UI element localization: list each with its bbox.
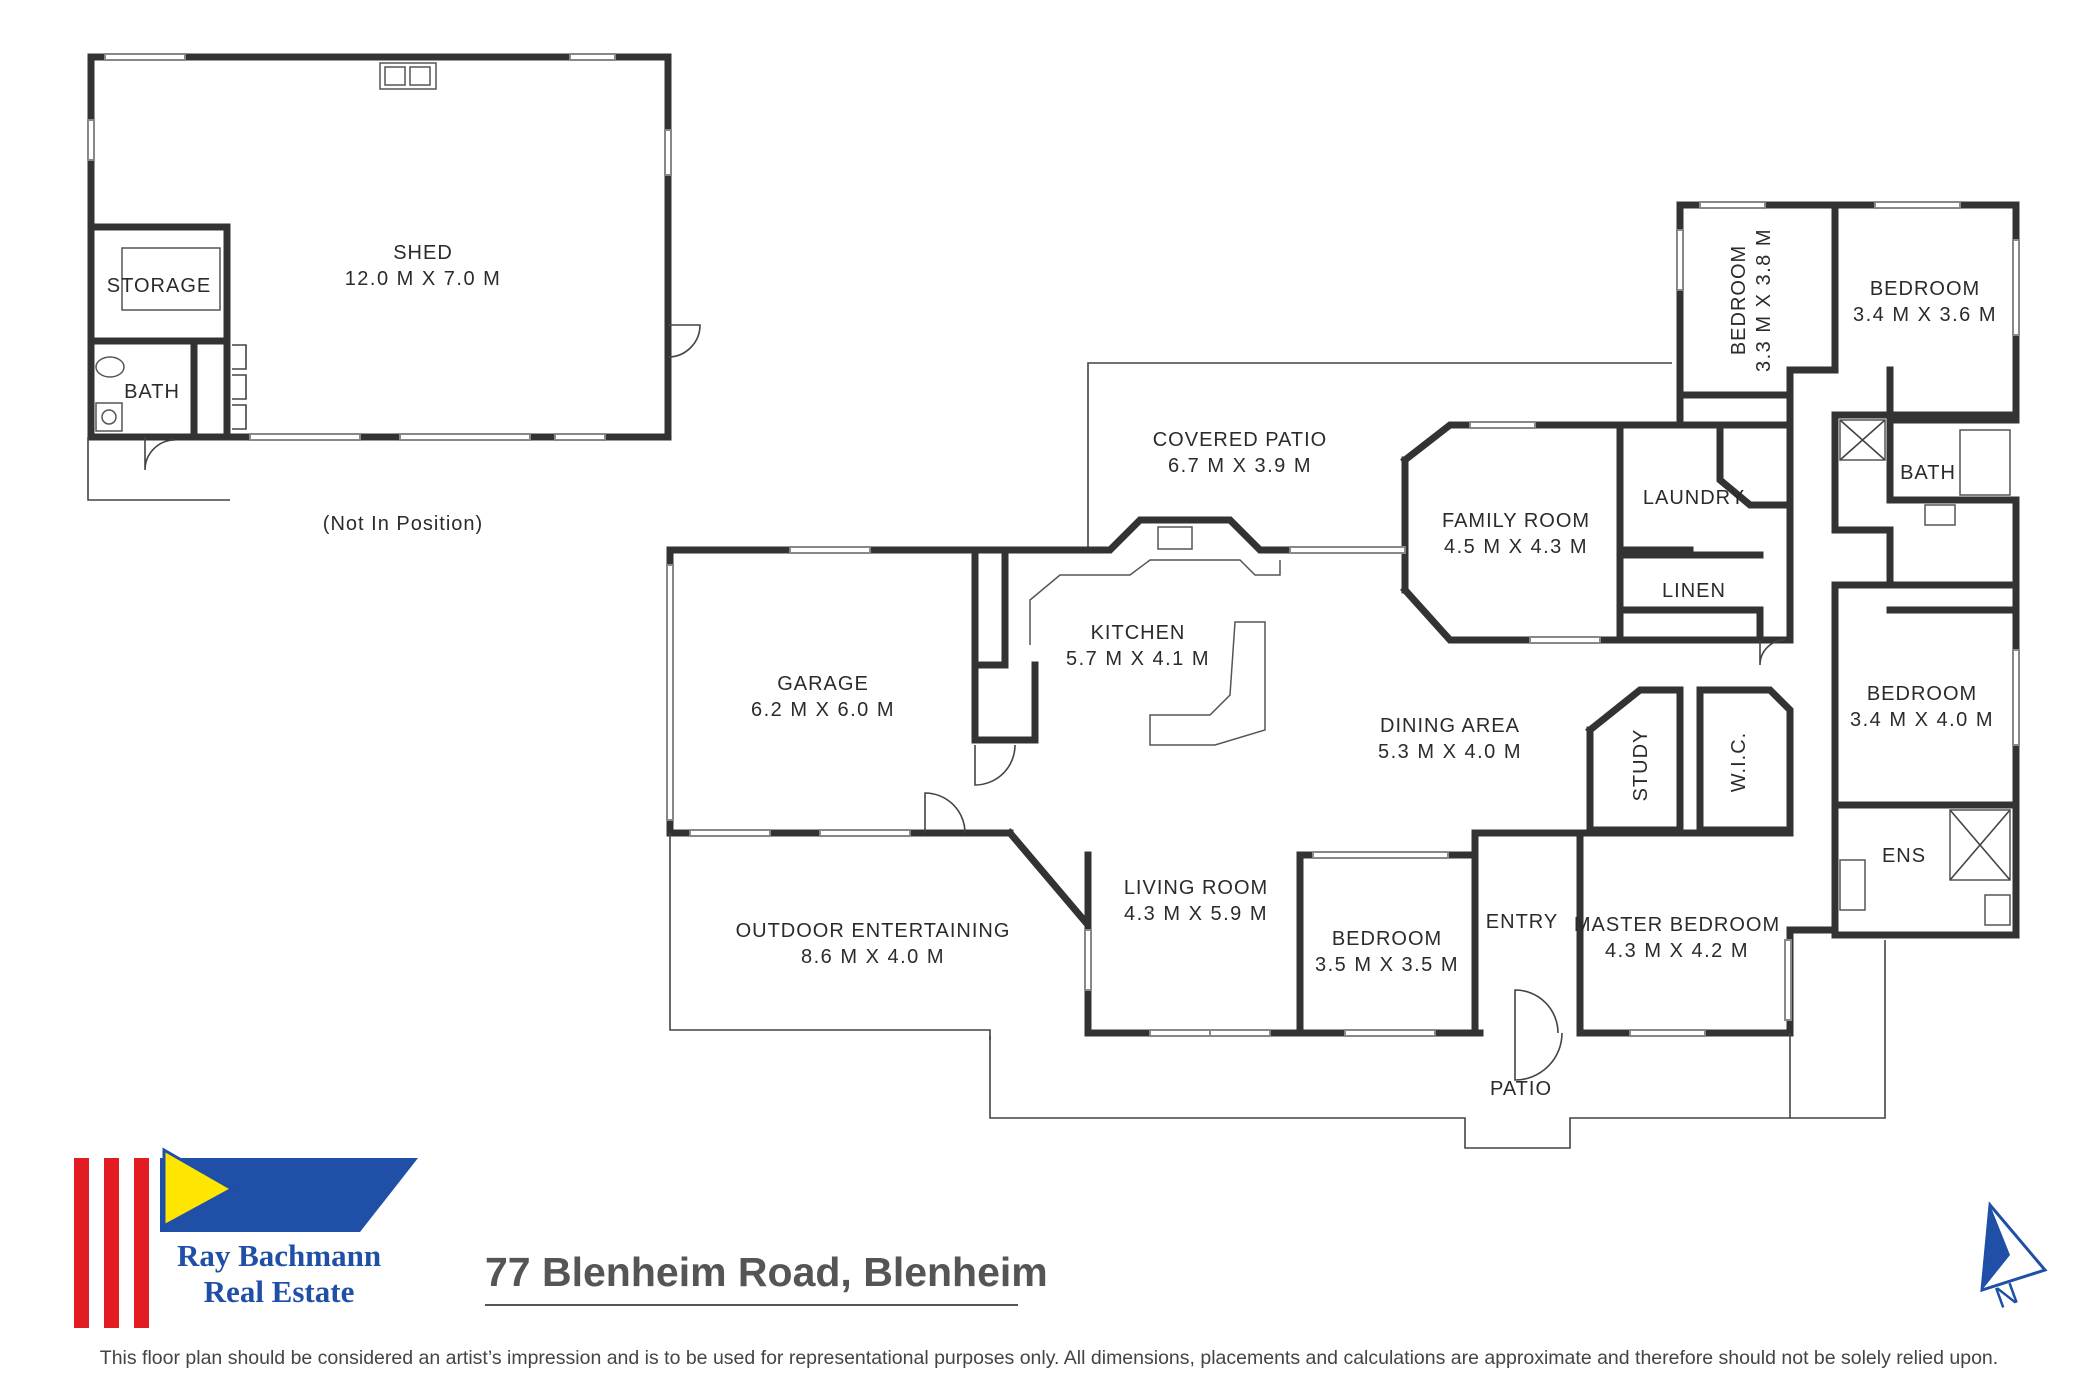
brand-line-2: Real Estate — [204, 1274, 355, 1309]
living-room-label: LIVING ROOM — [1124, 877, 1268, 899]
shed-bath-label: BATH — [124, 381, 180, 403]
shed-block: SHED 12.0 M X 7.0 M STORAGE BATH (Not In… — [87, 53, 701, 535]
kitchen-label: KITCHEN — [1091, 622, 1186, 644]
shed-label: SHED — [393, 242, 453, 264]
bedroom-d-label: BEDROOM — [1332, 928, 1442, 950]
property-address: 77 Blenheim Road, Blenheim — [485, 1249, 1048, 1295]
study-label: STUDY — [1630, 729, 1652, 802]
bedroom-c-dimensions: 3.4 M X 4.0 M — [1850, 709, 1994, 731]
entry-label: ENTRY — [1486, 911, 1558, 933]
wic-label: W.I.C. — [1728, 732, 1750, 792]
main-house — [666, 201, 2020, 1149]
garage-dimensions: 6.2 M X 6.0 M — [751, 699, 895, 721]
north-arrow-icon: N — [1980, 1201, 2048, 1315]
bedroom-d-dimensions: 3.5 M X 3.5 M — [1315, 954, 1459, 976]
compass-label: N — [1991, 1277, 2023, 1315]
family-room-label: FAMILY ROOM — [1442, 510, 1590, 532]
bedroom-b-label: BEDROOM — [1870, 278, 1980, 300]
storage-label: STORAGE — [107, 275, 211, 297]
bath-label: BATH — [1900, 462, 1956, 484]
bedroom-a-label: BEDROOM — [1728, 245, 1750, 355]
bedroom-c-label: BEDROOM — [1867, 683, 1977, 705]
covered-patio-dimensions: 6.7 M X 3.9 M — [1168, 455, 1312, 477]
bedroom-a-dimensions: 3.3 M X 3.8 M — [1753, 228, 1775, 372]
kitchen-dimensions: 5.7 M X 4.1 M — [1066, 648, 1210, 670]
master-bedroom-label: MASTER BEDROOM — [1574, 914, 1780, 936]
living-room-dimensions: 4.3 M X 5.9 M — [1124, 903, 1268, 925]
linen-label: LINEN — [1662, 580, 1726, 602]
ens-label: ENS — [1882, 845, 1926, 867]
garage-label: GARAGE — [777, 673, 869, 695]
outdoor-entertaining-label: OUTDOOR ENTERTAINING — [736, 920, 1011, 942]
brand-line-1: Ray Bachmann — [177, 1238, 381, 1273]
disclaimer-text: This floor plan should be considered an … — [100, 1347, 1998, 1369]
patio-label: PATIO — [1490, 1078, 1552, 1100]
family-room-dimensions: 4.5 M X 4.3 M — [1444, 536, 1588, 558]
dining-dimensions: 5.3 M X 4.0 M — [1378, 741, 1522, 763]
covered-patio-label: COVERED PATIO — [1153, 429, 1328, 451]
shed-dimensions: 12.0 M X 7.0 M — [345, 268, 502, 290]
dining-label: DINING AREA — [1380, 715, 1520, 737]
outdoor-entertaining-dimensions: 8.6 M X 4.0 M — [801, 946, 945, 968]
not-in-position-note: (Not In Position) — [323, 513, 483, 535]
ray-bachmann-logo: Ray Bachmann Real Estate — [74, 1147, 418, 1328]
laundry-label: LAUNDRY — [1643, 487, 1745, 509]
bedroom-b-dimensions: 3.4 M X 3.6 M — [1853, 304, 1997, 326]
master-bedroom-dimensions: 4.3 M X 4.2 M — [1605, 940, 1749, 962]
room-labels: COVERED PATIO 6.7 M X 3.9 M FAMILY ROOM … — [736, 228, 1997, 1100]
